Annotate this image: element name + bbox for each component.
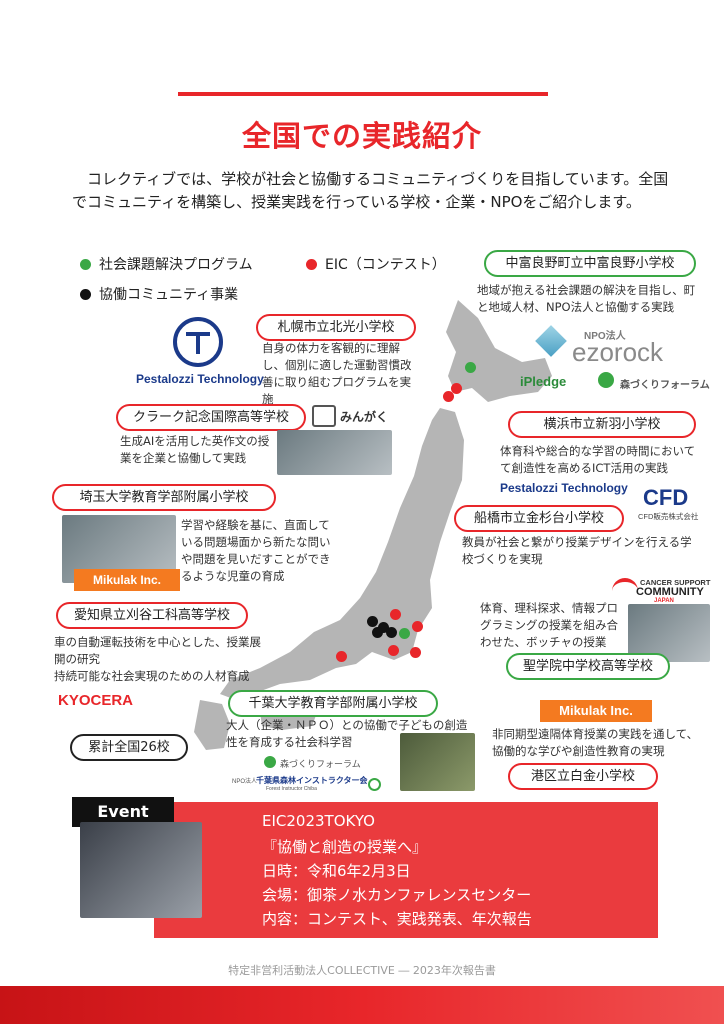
ezorock-npo-label: NPO法人 [584,331,626,342]
event-panel [154,802,658,938]
legend-black: 協働コミュニティ事業 [80,284,238,304]
map-dot-clark [443,391,454,402]
ezorock-logo: ezorock [572,337,664,367]
clark-class-photo [277,430,392,475]
kyocera-logo: KYOCERA [58,692,134,709]
event-award-photo [80,822,202,918]
legend-black-label: 協働コミュニティ事業 [99,287,239,303]
map-dot-sapporo [451,383,462,394]
map-dot-chiba [410,647,421,658]
green-dot-icon [80,258,91,270]
event-name: EIC2023TOKYO [262,812,375,830]
black-dot-icon [80,288,91,300]
school-desc-saitama: 学習や経験を基に、直面している問題場面から新たな問いや問題を見いだすことができる… [181,518,331,583]
ipledge-logo: iPledge [520,374,567,389]
seigakuin-class-photo [628,604,710,662]
minnagaku-logo: みんがく [340,410,389,424]
total-count-badge: 累計全国26校 [70,734,188,761]
school-pill-sapporo: 札幌市立北光小学校 [256,314,416,341]
school-desc-seigakuin: 体育、理科探求、情報プログラミングの授業を組み合わせた、ボッチャの授業 [480,601,618,649]
intro-text: コレクティブでは、学校が社会と協働するコミュニティづくりを目指しています。全国で… [72,170,669,211]
pestalozzi-logo-1: Pestalozzi Technology [136,372,264,386]
event-venue: 会場：御茶ノ水カンファレンスセンター [262,886,532,904]
map-dot-seigakuin [399,628,410,639]
cancer-support-logo-line1: CANCER SUPPORT [640,578,711,587]
school-desc-sapporo: 自身の体力を客観的に理解し、個別に適した運動習慣改善に取り組むプログラムを実施 [262,341,412,406]
event-content: 内容：コンテスト、実践発表、年次報告 [262,910,532,928]
map-dot-saitama [390,609,401,620]
map-dot-community-4 [386,627,397,638]
cfd-logo: CFD [643,485,689,510]
title-rule [178,92,548,96]
chiba-instructor-en: Forest Instructor Chiba [266,786,317,792]
chiba-instructor-logo: 千葉県森林インストラクター会 [256,776,368,785]
school-desc-yokohama: 体育科や総合的な学習の時間においてて創造性を高めるICT活用の実践 [500,444,696,475]
map-dot-community-3 [372,627,383,638]
mikulak-logo-2: Mikulak Inc. [540,700,652,722]
map-dot-community-2 [378,622,389,633]
legend-green: 社会課題解決プログラム [80,254,253,274]
legend-green-label: 社会課題解決プログラム [99,257,253,273]
page-title: 全国での実践紹介 [241,119,482,153]
cancer-support-logo-line2: COMMUNITY [636,586,704,598]
school-pill-shirokane: 港区立白金小学校 [508,763,658,790]
map-dot-aichi [336,651,347,662]
map-dot-nakafurano [465,362,476,373]
school-desc-aichi: 車の自動運転技術を中心とした、授業展開の研究 持続可能な社会実現のための人材育成 [54,635,261,683]
school-pill-chiba: 千葉大学教育学部附属小学校 [228,690,438,717]
mori-forum-logo: 森づくりフォーラム [620,380,710,391]
map-dot-funabashi [412,621,423,632]
map-dot-community-1 [367,616,378,627]
event-subtitle: 『協働と創造の授業へ』 [262,838,428,856]
school-pill-seigakuin: 聖学院中学校高等学校 [506,653,670,680]
school-pill-saitama: 埼玉大学教育学部附属小学校 [52,484,276,511]
chiba-emblem-icon [368,778,381,791]
cfd-company-name: CFD販売株式会社 [638,512,699,521]
pestalozzi-emblem-icon [173,317,223,367]
chiba-mori-forum-logo: 森づくりフォーラム [280,759,361,769]
event-date: 日時：令和6年2月3日 [262,862,411,880]
school-desc-clark: 生成AIを活用した英作文の授業を企業と協働して実践 [120,434,270,465]
school-pill-clark: クラーク記念国際高等学校 [116,404,306,431]
footer-band [0,986,724,1024]
mikulak-logo-1: Mikulak Inc. [74,569,180,591]
map-dot-yokohama [388,645,399,656]
school-pill-yokohama: 横浜市立新羽小学校 [508,411,696,438]
kyushu-shape [194,700,230,750]
chiba-forest-photo [400,733,475,791]
hokkaido-shape [446,300,552,402]
school-pill-nakafurano: 中富良野町立中富良野小学校 [484,250,696,277]
honshu-shape [220,408,464,700]
cancer-support-sunburst-icon [612,578,638,592]
legend-red-label: EIC（コンテスト） [325,257,446,273]
minnagaku-house-icon [312,405,336,427]
footer-text: 特定非営利活動法人COLLECTIVE ― 2023年次報告書 [228,964,496,977]
school-desc-chiba: 大人（企業・ＮＰＯ）との協働で子どもの創造性を育成する社会科学習 [226,718,468,749]
chiba-mori-leaf-icon [264,756,276,768]
school-pill-aichi: 愛知県立刈谷工科高等学校 [56,602,248,629]
mori-leaf-icon [598,372,614,388]
school-desc-nakafurano: 地域が抱える社会課題の解決を目指し、町と地域人材、NPO法人と協働する実践 [477,283,696,314]
school-pill-funabashi: 船橋市立金杉台小学校 [454,505,624,532]
chiba-instructor-npo-label: NPO法人 [232,779,258,785]
school-desc-shirokane: 非同期型遠隔体育授業の実践を通して、協働的な学びや創造性教育の実現 [492,727,699,758]
pestalozzi-logo-2: Pestalozzi Technology [500,481,628,495]
legend-red: EIC（コンテスト） [306,254,446,274]
cancer-support-logo-line3: JAPAN [654,598,674,604]
red-dot-icon [306,258,317,270]
school-desc-funabashi: 教員が社会と繋がり授業デザインを行える学校づくりを実現 [462,535,692,566]
